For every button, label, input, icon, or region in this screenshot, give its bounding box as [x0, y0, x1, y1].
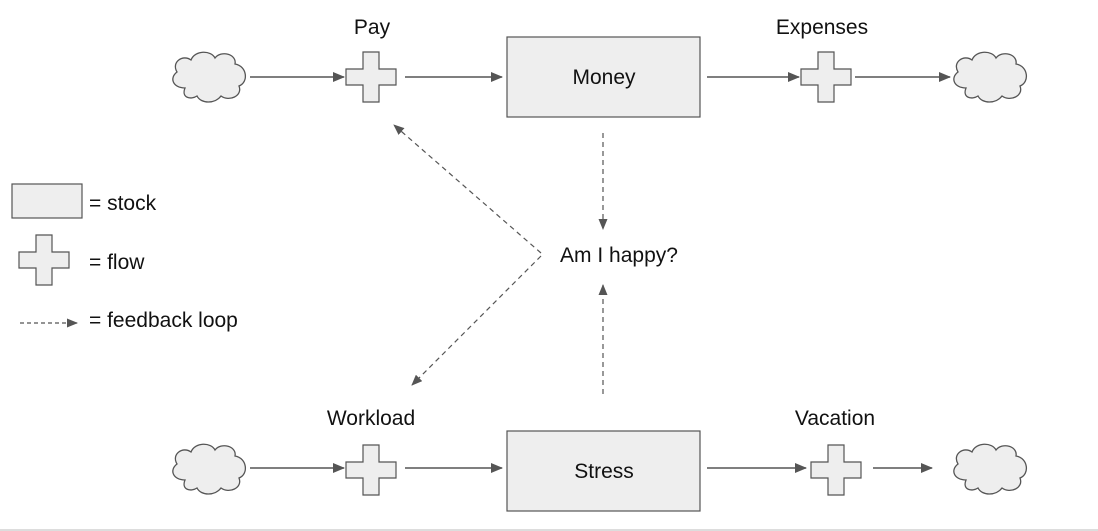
vacation-sink-cloud-icon [953, 443, 1028, 495]
stress-stock-label: Stress [574, 460, 634, 483]
happiness-question-label: Am I happy? [560, 244, 678, 267]
money-stock-box [506, 36, 701, 118]
expenses-sink-cloud-icon [953, 51, 1028, 103]
expenses-flow-label: Expenses [775, 16, 869, 39]
expenses-flow-valve-icon [800, 51, 852, 103]
legend-stock-label: = stock [89, 192, 157, 215]
legend-stock-swatch [11, 183, 83, 219]
happy-to-workload-feedback-arrow [411, 255, 542, 386]
money-stock-label: Money [572, 66, 636, 89]
workload-source-cloud-icon [172, 443, 247, 495]
vacation-flow-label: Vacation [794, 407, 876, 430]
pay-source-cloud-icon [172, 51, 247, 103]
pay-flow-valve-icon [345, 51, 397, 103]
pay-flow-label: Pay [353, 16, 391, 39]
workload-flow-label: Workload [326, 407, 416, 430]
legend-flow-valve-icon [18, 234, 70, 286]
vacation-flow-valve-icon [810, 444, 862, 496]
legend-feedback-loop-label: = feedback loop [89, 309, 238, 332]
bottom-divider [0, 529, 1098, 531]
stress-stock-box [506, 430, 701, 512]
happy-to-pay-feedback-arrow [393, 124, 542, 254]
workload-flow-valve-icon [345, 444, 397, 496]
legend-flow-label: = flow [89, 251, 145, 274]
